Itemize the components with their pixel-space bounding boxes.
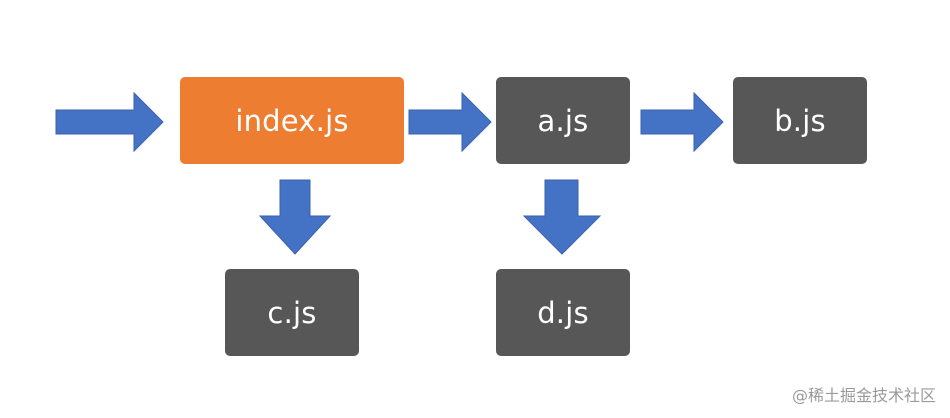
arrow-a-to-d bbox=[522, 179, 602, 255]
node-index-js: index.js bbox=[180, 77, 404, 164]
arrow-index-to-a bbox=[408, 91, 492, 153]
arrow-index-to-c bbox=[258, 179, 332, 255]
node-label: d.js bbox=[537, 295, 589, 330]
arrow-entry-to-index bbox=[55, 91, 164, 153]
node-a-js: a.js bbox=[496, 77, 630, 164]
node-label: index.js bbox=[235, 103, 349, 138]
node-b-js: b.js bbox=[733, 77, 867, 164]
node-label: a.js bbox=[537, 103, 589, 138]
watermark-text: @稀土掘金技术社区 bbox=[791, 386, 936, 405]
arrow-a-to-b bbox=[640, 91, 724, 153]
node-d-js: d.js bbox=[496, 269, 630, 356]
node-label: c.js bbox=[267, 295, 317, 330]
node-label: b.js bbox=[774, 103, 826, 138]
node-c-js: c.js bbox=[225, 269, 359, 356]
